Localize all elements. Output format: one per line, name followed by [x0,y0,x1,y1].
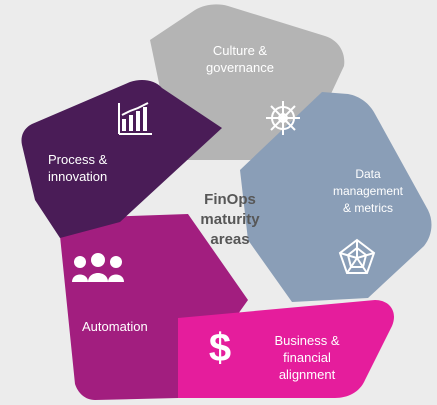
dollar-sign-icon: $ [208,326,232,370]
segment-data-shape [240,92,432,302]
bar-chart-growth-icon [118,102,152,135]
people-group-icon [72,253,124,282]
ships-wheel-icon [266,101,300,135]
segment-label-data: Data management & metrics [332,167,404,215]
segment-business-shape [178,300,395,398]
segment-label-automation: Automation [82,319,148,334]
segment-label-culture: Culture & governance [206,43,274,75]
center-title: FinOps maturity areas [200,191,260,248]
segment-label-process: Process & innovation [48,152,108,184]
segment-process-shape [21,80,223,238]
radar-chart-icon [338,238,376,274]
segment-label-business: Business & financial alignment [274,333,340,382]
